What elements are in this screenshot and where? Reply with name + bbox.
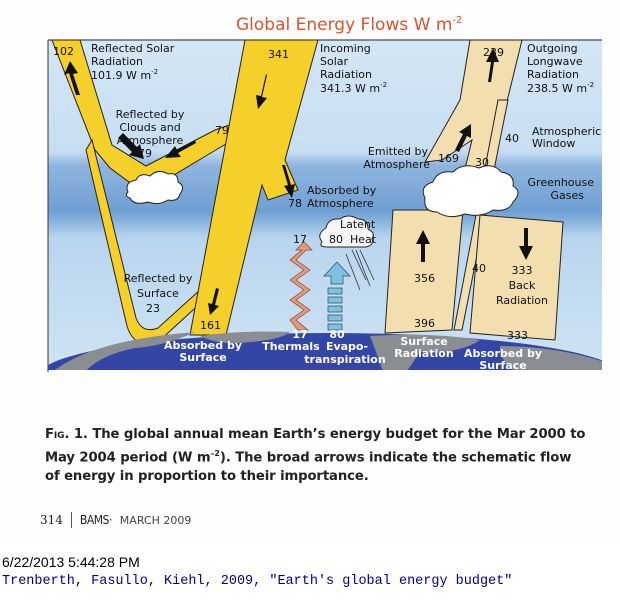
- arrow-up-emitted-icon: [455, 124, 471, 152]
- greenhouse-gases-label-2: Gases: [551, 189, 585, 202]
- reflected-clouds-value: 79: [215, 124, 229, 137]
- back-radiation-label-2: Back: [509, 279, 536, 292]
- reflected-solar-label-2: Radiation: [91, 55, 143, 68]
- outgoing-longwave-label-3: Radiation: [527, 68, 579, 81]
- reflected-solar-value: 102: [53, 45, 74, 58]
- absorbed-surface-left-label-2: Surface: [179, 351, 226, 364]
- surface-radiation-label-1: Surface: [400, 335, 447, 348]
- window-surface-value: 40: [472, 262, 486, 275]
- arrow-down-back-icon: [519, 228, 533, 260]
- incoming-solar-label-4: 341.3 W m-2: [320, 81, 387, 95]
- incoming-solar-label-2: Solar: [320, 55, 349, 68]
- arrow-down-absorbed-surface-icon: [208, 288, 219, 315]
- caption-text: The global annual mean Earth’s energy bu…: [45, 427, 586, 466]
- outgoing-longwave-label-4: 238.5 W m-2: [527, 81, 594, 95]
- reflected-clouds-label-1: Reflected by: [116, 108, 185, 121]
- surface-radiation-up-value: 356: [414, 272, 435, 285]
- emitted-clouds-value: 30: [475, 156, 489, 169]
- evapotranspiration-arrow: [323, 261, 351, 331]
- reflected-surface-label-2: Surface: [137, 287, 179, 300]
- latent-heat-label-1: Latent: [340, 218, 376, 231]
- caption-text-2: ). The broad arrows indicate the schemat…: [45, 450, 572, 485]
- incoming-solar-value: 341: [268, 48, 289, 61]
- energy-budget-diagram: Global Energy Flows W m-2: [47, 15, 602, 413]
- cloud-latent-heat-icon: [319, 215, 374, 248]
- net-absorbed-unit: W m-2: [330, 399, 365, 413]
- figure-label: Fig. 1.: [45, 427, 88, 442]
- timestamp: 6/22/2013 5:44:28 PM: [2, 554, 140, 570]
- absorbed-atmosphere-value: 78: [288, 197, 302, 210]
- surface-radiation-value: 396: [414, 317, 435, 330]
- back-absorbed-value: 333: [507, 329, 528, 342]
- surface-radiation-label-2: Radiation: [394, 347, 453, 360]
- thermals-top-value: 17: [293, 233, 307, 246]
- journal-date: MARCH 2009: [119, 513, 192, 527]
- thermals-label: Thermals: [262, 340, 320, 353]
- greenhouse-gases-label-1: Greenhouse: [528, 176, 595, 189]
- arrow-left-up-icon: [118, 133, 144, 159]
- figure-caption: Fig. 1. The global annual mean Earth’s e…: [45, 425, 590, 486]
- page-number: 314: [40, 513, 63, 527]
- back-radiation-flow: [469, 214, 564, 341]
- arrow-up-outgoing-icon: [486, 48, 499, 82]
- arrow-down-absorbed-atm-icon: [282, 165, 295, 198]
- reflected-surface-label-3: 23: [146, 302, 160, 315]
- evapo-value: 80: [329, 328, 345, 341]
- back-radiation-label-1: 333: [512, 264, 533, 277]
- diagram-title: Global Energy Flows W m-2: [236, 15, 462, 35]
- incoming-solar-label-1: Incoming: [320, 42, 371, 55]
- reflected-clouds-label-2: Clouds and: [119, 121, 180, 134]
- footer-separator: [70, 512, 72, 528]
- thermals-arrow: [289, 241, 313, 331]
- evapo-label-2: transpiration: [304, 353, 385, 366]
- arrow-down-incoming-icon: [256, 74, 267, 109]
- net-absorbed-value: 0.9: [338, 387, 358, 400]
- outgoing-longwave-label-1: Outgoing: [527, 42, 578, 55]
- absorbed-surface-value: 161: [200, 319, 221, 332]
- latent-heat-value: 80: [329, 233, 343, 246]
- emitted-atmosphere-label-1: Emitted by: [368, 145, 429, 158]
- reflected-clouds-label-4: 79: [138, 147, 152, 160]
- cloud-left-icon: [125, 170, 184, 205]
- absorbed-surface-right-label-1: Absorbed by: [464, 347, 542, 360]
- absorbed-atmosphere-label-1: Absorbed by: [307, 184, 377, 197]
- rain-lines: [345, 249, 375, 291]
- reflected-surface-label-1: Reflected by: [124, 272, 193, 285]
- caption-exponent: –2: [210, 449, 220, 458]
- reflected-solar-label-3: 101.9 W m-2: [91, 68, 158, 82]
- atmospheric-window-label-2: Window: [532, 137, 575, 150]
- thermals-bottom-value: 17: [292, 328, 307, 341]
- absorbed-surface-right-label-2: Surface: [479, 359, 526, 372]
- reflected-solar-label-1: Reflected Solar: [91, 42, 175, 55]
- evapo-label-1: Evapo-: [326, 340, 368, 353]
- reflected-clouds-label-3: Atmosphere: [117, 134, 184, 147]
- atmospheric-window-label-1: Atmospheric: [532, 125, 601, 138]
- emitted-atmosphere-value: 169: [438, 152, 459, 165]
- journal-footer: 314 BAMS· MARCH 2009: [40, 512, 191, 528]
- outgoing-longwave-label-2: Longwave: [527, 55, 583, 68]
- incoming-solar-flow: [189, 40, 319, 336]
- latent-heat-label-2: Heat: [350, 233, 377, 246]
- absorbed-surface-left-label-1: Absorbed by: [164, 339, 242, 352]
- arrow-left-clouds-icon: [165, 140, 196, 158]
- arrow-up-reflected-icon: [64, 61, 80, 95]
- flow-direction-arrows: [64, 48, 533, 315]
- continents: [55, 331, 602, 370]
- atmospheric-window-value: 40: [505, 132, 519, 145]
- absorbed-atmosphere-label-2: Atmosphere: [307, 197, 374, 210]
- citation: Trenberth, Fasullo, Kiehl, 2009, "Earth'…: [2, 574, 513, 589]
- back-radiation-label-3: Radiation: [496, 294, 548, 307]
- emitted-atmosphere-label-2: Atmosphere: [363, 158, 430, 171]
- incoming-solar-label-3: Radiation: [320, 68, 372, 81]
- outgoing-longwave-value: 239: [483, 46, 504, 59]
- journal-name: BAMS·: [79, 513, 112, 527]
- arrow-up-surface-icon: [416, 230, 430, 262]
- net-absorbed-label: Net absorbed: [306, 374, 390, 387]
- cloud-greenhouse-icon: [422, 165, 519, 218]
